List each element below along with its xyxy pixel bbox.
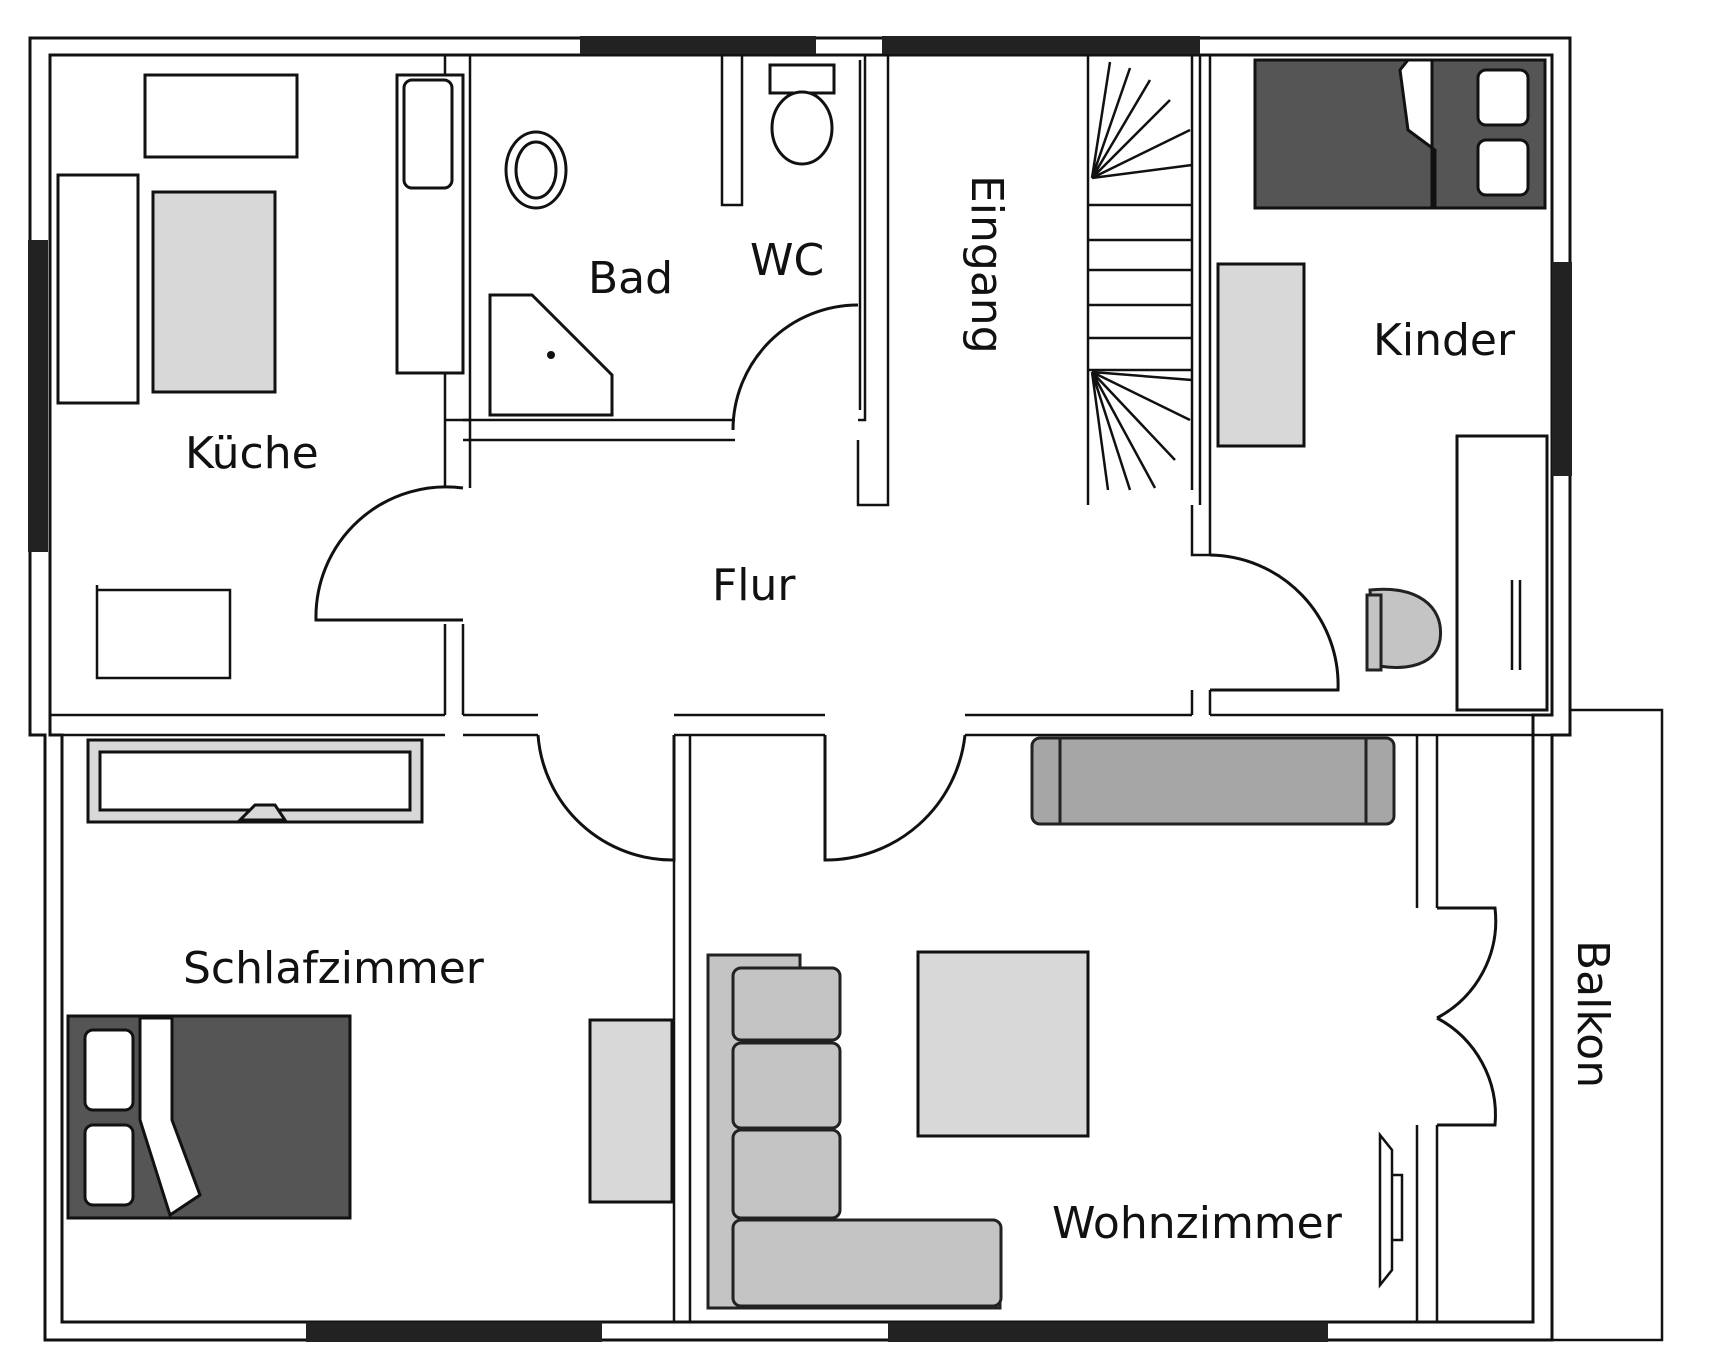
- bathroom-fixtures: [488, 63, 836, 417]
- label-bad: Bad: [588, 253, 673, 304]
- living-room-furniture: [706, 736, 1404, 1310]
- label-wc: WC: [750, 235, 824, 286]
- label-balkon: Balkon: [1567, 940, 1618, 1088]
- label-wohnzimmer: Wohnzimmer: [1052, 1198, 1343, 1249]
- label-kinder: Kinder: [1373, 315, 1516, 366]
- label-schlafzimmer: Schlafzimmer: [183, 943, 485, 994]
- room-labels: Küche Bad WC Eingang Kinder Flur Schlafz…: [183, 175, 1618, 1249]
- label-flur: Flur: [712, 560, 796, 611]
- doors: [314, 303, 1498, 1127]
- label-eingang: Eingang: [961, 175, 1012, 354]
- label-kueche: Küche: [185, 428, 319, 479]
- kitchen-furniture: [56, 73, 465, 680]
- interior-walls: [50, 55, 1664, 1342]
- stairs: [1088, 61, 1193, 491]
- kids-furniture: [1216, 58, 1549, 712]
- bedroom-furniture: [66, 738, 674, 1220]
- windows: [28, 36, 1572, 1342]
